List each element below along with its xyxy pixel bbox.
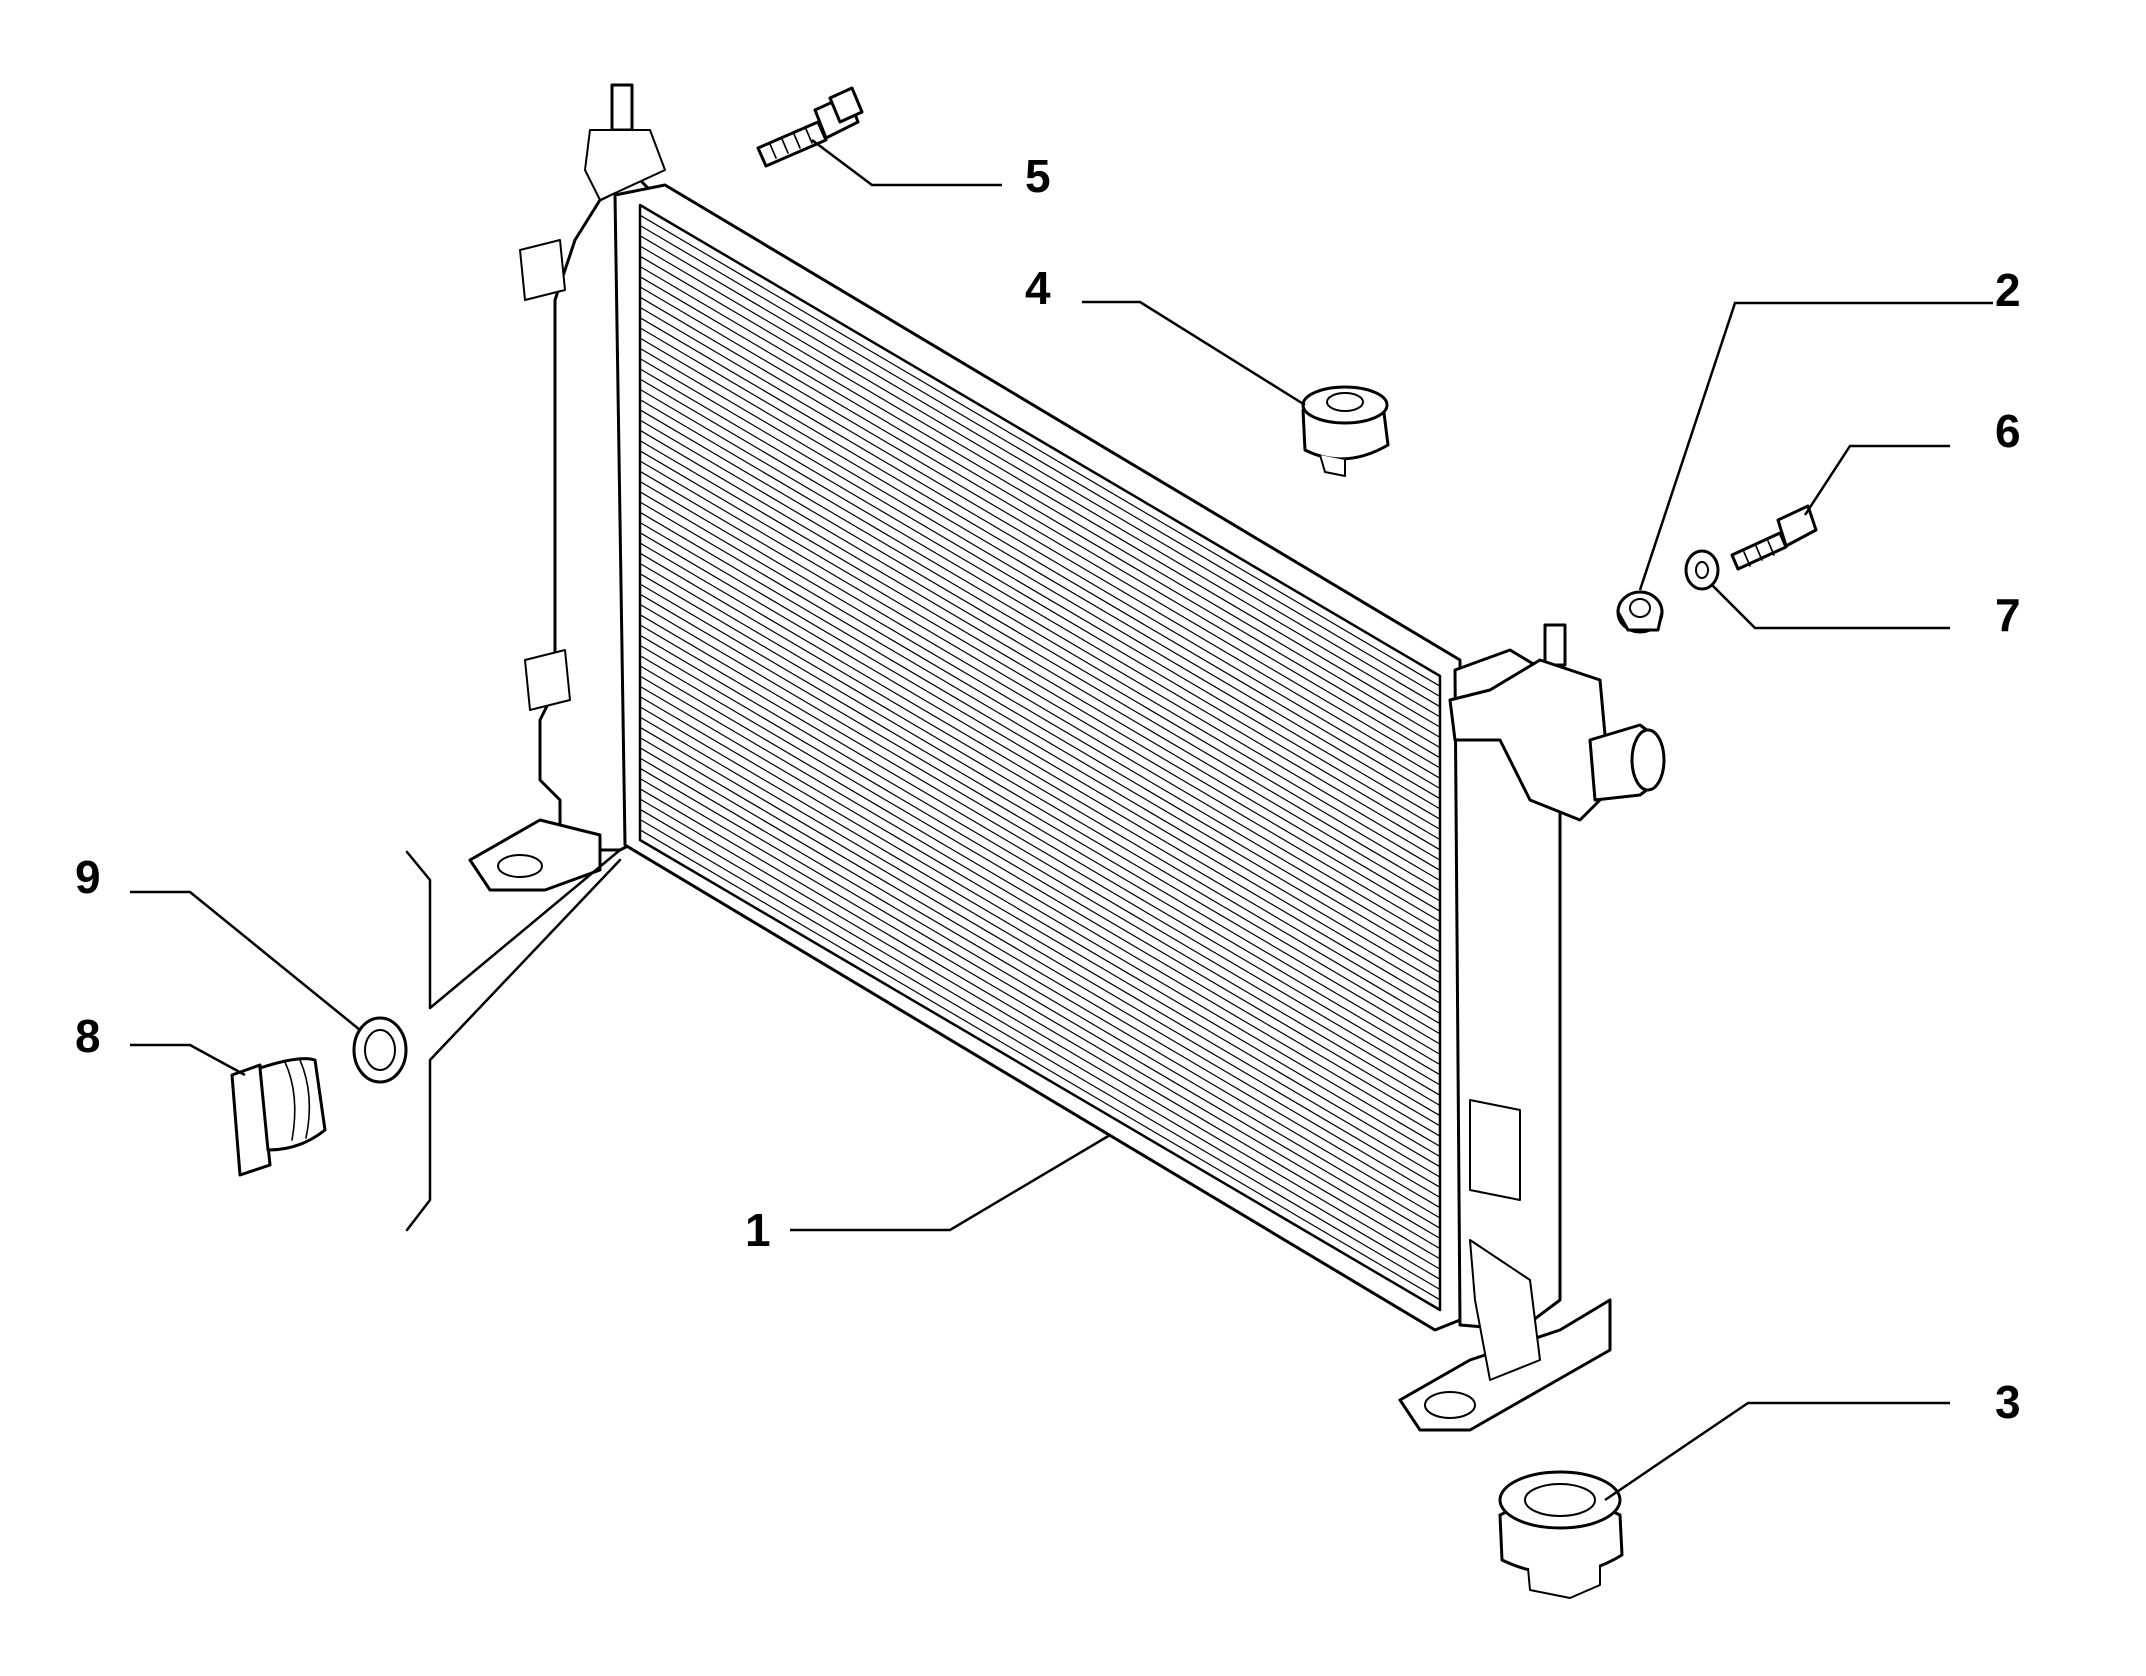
callout-3: 3 bbox=[1995, 1376, 2021, 1428]
drain-plug-8 bbox=[230, 1057, 327, 1177]
radiator-fin-line bbox=[639, 265, 1441, 738]
radiator-fin-line bbox=[639, 378, 1441, 851]
radiator-fin-line bbox=[639, 276, 1441, 749]
callout-5: 5 bbox=[1025, 150, 1051, 202]
radiator-fin-line bbox=[639, 562, 1441, 1035]
radiator-fin-line bbox=[639, 583, 1441, 1055]
radiator-fin-line bbox=[639, 501, 1441, 974]
radiator-fin-line bbox=[639, 624, 1441, 1096]
radiator-fin-line bbox=[639, 470, 1441, 943]
radiator-fin-line bbox=[639, 368, 1441, 841]
radiator-left-top-pin bbox=[610, 83, 634, 132]
radiator-fin-line bbox=[639, 675, 1441, 1147]
radiator-fin-line bbox=[639, 491, 1441, 963]
radiator-fin-line bbox=[639, 440, 1441, 912]
bolt-6 bbox=[1730, 504, 1818, 571]
radiator-fin-line bbox=[639, 603, 1441, 1076]
radiator-fin-line bbox=[639, 511, 1441, 984]
bushing-2 bbox=[1616, 590, 1664, 634]
callout-2: 2 bbox=[1995, 264, 2021, 316]
leader-4 bbox=[1082, 300, 1306, 407]
leader-9 bbox=[130, 890, 361, 1031]
leader-8 bbox=[130, 1043, 246, 1077]
radiator-fin-line bbox=[639, 573, 1441, 1045]
callout-8: 8 bbox=[75, 1010, 101, 1062]
radiator-fin-line bbox=[639, 306, 1441, 779]
radiator-fin-line bbox=[639, 634, 1441, 1107]
radiator-fin-line bbox=[639, 358, 1441, 830]
mount-3 bbox=[1498, 1470, 1624, 1599]
washer-7 bbox=[1684, 549, 1720, 591]
radiator-fin-line bbox=[639, 388, 1441, 861]
callout-4: 4 bbox=[1025, 262, 1051, 314]
callout-7: 7 bbox=[1995, 589, 2021, 641]
radiator-fin-line bbox=[639, 685, 1441, 1158]
o-ring-9 bbox=[352, 1016, 408, 1084]
radiator-left-foot bbox=[468, 818, 602, 892]
radiator-fin-line bbox=[639, 347, 1441, 820]
radiator-right-top-pin bbox=[1543, 623, 1567, 667]
leader-5 bbox=[811, 139, 1002, 187]
mount-4 bbox=[1301, 385, 1390, 477]
radiator-fin-line bbox=[639, 480, 1441, 953]
radiator-fin-line bbox=[639, 614, 1441, 1086]
radiator-fin-line bbox=[639, 337, 1441, 810]
radiator-fin-line bbox=[639, 552, 1441, 1025]
leader-lines bbox=[130, 139, 1993, 1502]
radiator-fin-line bbox=[639, 798, 1441, 1270]
radiator-fin-line bbox=[639, 542, 1441, 1015]
radiator-fin-line bbox=[639, 726, 1441, 1199]
leader-2 bbox=[1638, 301, 1993, 591]
callout-6: 6 bbox=[1995, 405, 2021, 457]
radiator-fin-line bbox=[639, 286, 1441, 759]
radiator-fin-line bbox=[639, 808, 1441, 1280]
radiator-fin-line bbox=[639, 737, 1441, 1209]
radiator-fin-line bbox=[639, 521, 1441, 994]
radiator-fin-line bbox=[639, 665, 1441, 1137]
radiator-fin-line bbox=[639, 327, 1441, 800]
bolt-5 bbox=[756, 86, 864, 168]
callout-1: 1 bbox=[745, 1204, 771, 1256]
leader-1 bbox=[790, 1133, 1111, 1232]
radiator-fin-line bbox=[639, 777, 1441, 1250]
radiator-fins bbox=[639, 214, 1441, 1301]
radiator-fin-line bbox=[639, 245, 1441, 718]
radiator-fin-line bbox=[639, 460, 1441, 933]
radiator-fin-line bbox=[639, 644, 1441, 1117]
assembly-guide-lines bbox=[405, 848, 622, 1232]
radiator-fin-line bbox=[639, 716, 1441, 1188]
radiator-fin-line bbox=[639, 224, 1441, 698]
radiator-fin-line bbox=[639, 317, 1441, 790]
radiator-fin-line bbox=[639, 655, 1441, 1127]
radiator-fin-line bbox=[639, 429, 1441, 902]
radiator-fin-line bbox=[639, 450, 1441, 922]
radiator-fin-line bbox=[639, 829, 1441, 1301]
radiator-fin-line bbox=[639, 532, 1441, 1004]
callout-labels: 1 2 3 4 5 6 7 8 9 bbox=[75, 150, 2021, 1428]
radiator-fin-line bbox=[639, 214, 1441, 687]
radiator-fin-line bbox=[639, 788, 1441, 1260]
radiator-fin-line bbox=[639, 296, 1441, 769]
radiator-fin-line bbox=[639, 818, 1441, 1291]
radiator-fin-line bbox=[639, 747, 1441, 1219]
radiator-fin-line bbox=[639, 235, 1441, 708]
callout-9: 9 bbox=[75, 851, 101, 903]
radiator-fin-line bbox=[639, 767, 1441, 1239]
radiator-right-bracket bbox=[1448, 658, 1612, 822]
radiator-fin-line bbox=[639, 409, 1441, 882]
radiator-fin-line bbox=[639, 757, 1441, 1229]
radiator-assembly bbox=[468, 83, 1666, 1432]
radiator-fin-line bbox=[639, 255, 1441, 728]
radiator-fin-line bbox=[639, 706, 1441, 1178]
radiator-fin-line bbox=[639, 399, 1441, 871]
radiator-fin-line bbox=[639, 696, 1441, 1168]
leader-7 bbox=[1711, 584, 1950, 630]
radiator-fin-line bbox=[639, 419, 1441, 892]
radiator-fin-line bbox=[639, 593, 1441, 1066]
leader-6 bbox=[1803, 444, 1950, 516]
leader-3 bbox=[1604, 1401, 1950, 1502]
